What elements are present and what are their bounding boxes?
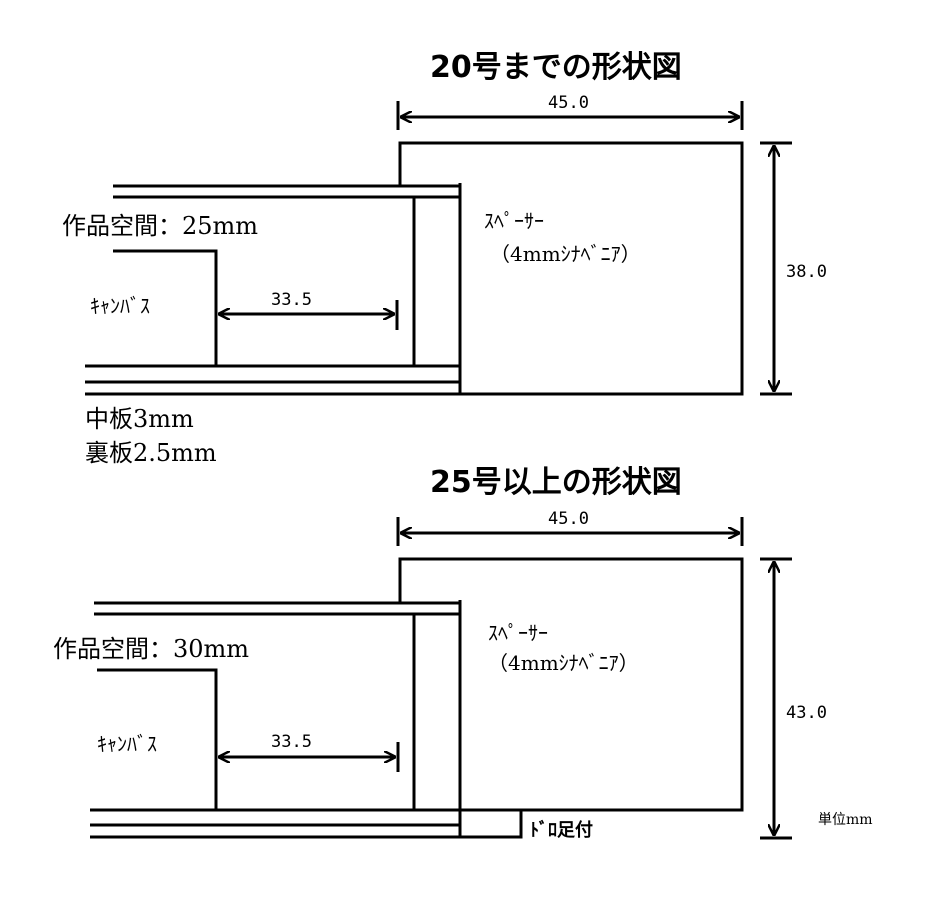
- top-work-space: 作品空間：25mm: [62, 212, 258, 240]
- top-back-board-label: 裏板2.5mm: [85, 439, 217, 467]
- top-diagram: 20号までの形状図 45.0 38.0 33.5 作品空間：25mm ｷｬﾝﾊﾞ…: [62, 50, 827, 467]
- bottom-canvas-outline: [97, 668, 218, 810]
- top-spacer-label: ｽﾍﾟｰｻｰ: [484, 209, 544, 233]
- top-width-dim: 45.0: [548, 93, 589, 113]
- top-title: 20号までの形状図: [430, 50, 682, 85]
- bottom-inner-dim: 33.5: [271, 732, 312, 752]
- top-canvas-label: ｷｬﾝﾊﾞｽ: [90, 294, 150, 318]
- bottom-height-dim: 43.0: [786, 703, 827, 723]
- top-spacer-outline: [398, 141, 744, 396]
- bottom-work-space: 作品空間：30mm: [53, 635, 249, 663]
- top-inner-dim: 33.5: [271, 290, 312, 310]
- top-height-dim: 38.0: [786, 262, 827, 282]
- bottom-diagram: 25号以上の形状図 45.0 43.0 33.5 作品空間：30mm: [53, 465, 873, 841]
- bottom-spacer-label: ｽﾍﾟｰｻｰ: [488, 621, 548, 645]
- bottom-foot-label: ﾄﾞﾛ足付: [530, 819, 593, 841]
- unit-label: 単位mm: [818, 812, 873, 828]
- top-spacer-material: （4mmｼﾅﾍﾞﾆｱ）: [490, 242, 641, 266]
- bottom-canvas-label: ｷｬﾝﾊﾞｽ: [97, 732, 157, 756]
- bottom-foot-block: [458, 808, 523, 839]
- bottom-spacer-material: （4mmｼﾅﾍﾞﾆｱ）: [488, 651, 639, 675]
- top-canvas-outline: [113, 249, 218, 366]
- bottom-title: 25号以上の形状図: [430, 465, 682, 500]
- bottom-spacer-outline: [398, 557, 744, 812]
- bottom-width-dim: 45.0: [548, 509, 589, 529]
- top-middle-board-label: 中板3mm: [85, 405, 194, 433]
